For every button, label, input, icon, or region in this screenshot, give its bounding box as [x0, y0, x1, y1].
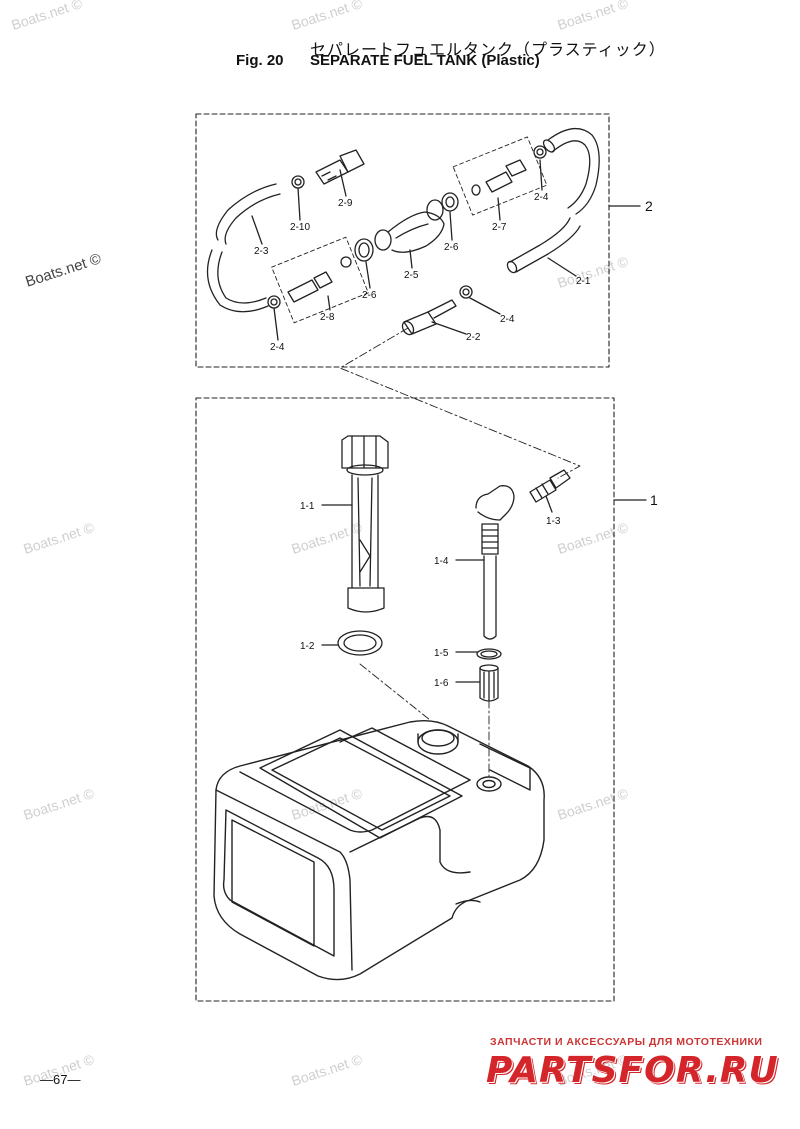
callout-2-6-right: 2-6 — [444, 242, 459, 253]
clamp-2-4-left — [267, 295, 281, 309]
pickup-tube-1-4 — [475, 485, 515, 640]
callout-group-2: 2 — [645, 198, 653, 214]
ring-2-6-right — [441, 192, 459, 212]
ring-2-6-left — [354, 238, 374, 262]
callout-2-1: 2-1 — [576, 276, 591, 287]
connection-line — [339, 327, 581, 479]
figure-number: Fig. 20 — [236, 52, 284, 69]
callout-1-6: 1-6 — [434, 678, 449, 689]
callout-2-2: 2-2 — [466, 332, 481, 343]
valve-2-8 — [287, 256, 352, 303]
page-number: —67— — [40, 1072, 81, 1087]
group-2-box — [195, 113, 610, 368]
fuel-gauge-1-1 — [341, 435, 389, 613]
callout-1-5: 1-5 — [434, 648, 449, 659]
group-1-box — [195, 397, 615, 1002]
figure-title: SEPARATE FUEL TANK (Plastic) — [310, 52, 540, 69]
fitting-1-3 — [529, 469, 571, 503]
valve-2-7-group — [452, 136, 548, 216]
callout-2-7: 2-7 — [492, 222, 507, 233]
callout-1-1: 1-1 — [300, 501, 315, 512]
callout-2-4-top: 2-4 — [534, 192, 549, 203]
callout-2-8: 2-8 — [320, 312, 335, 323]
brand-tagline: ЗАПЧАСТИ И АКСЕССУАРЫ ДЛЯ МОТОТЕХНИКИ — [490, 1036, 763, 1048]
callout-2-3: 2-3 — [254, 246, 269, 257]
callout-1-2: 1-2 — [300, 641, 315, 652]
hose-2-1 — [506, 217, 581, 274]
callout-2-5: 2-5 — [404, 270, 419, 281]
primer-bulb-2-5 — [374, 199, 445, 253]
callout-2-6-left: 2-6 — [362, 290, 377, 301]
clamp-2-4-top — [533, 145, 547, 159]
callout-2-10: 2-10 — [290, 222, 310, 233]
callout-2-9: 2-9 — [338, 198, 353, 209]
callout-1-4: 1-4 — [434, 556, 449, 567]
brand-logo: PARTSFOR.RU — [486, 1050, 779, 1091]
o-ring-1-2 — [337, 630, 383, 656]
connector-2-2 — [401, 299, 457, 336]
hose-2-3 — [206, 183, 281, 313]
valve-2-8-group — [271, 236, 369, 324]
callout-group-1: 1 — [650, 492, 658, 508]
callout-2-4-lower: 2-4 — [500, 314, 515, 325]
clamp-2-4-lower — [459, 285, 473, 299]
connector-2-9 — [315, 149, 365, 185]
ring-1-5 — [476, 648, 502, 660]
fuel-tank — [213, 719, 545, 981]
title-japanese: セパレートフュエルタンク（プラスティック） — [310, 40, 666, 59]
strainer-1-6 — [479, 664, 499, 702]
clamp-2-10 — [291, 175, 305, 189]
hose-2-1-loop — [542, 128, 600, 215]
valve-2-7 — [471, 159, 527, 196]
callout-2-4-left: 2-4 — [270, 342, 285, 353]
callout-1-3: 1-3 — [546, 516, 561, 527]
connection-line — [359, 663, 431, 721]
